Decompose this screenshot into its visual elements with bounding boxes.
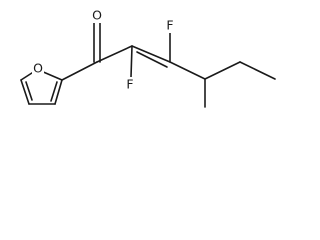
atom-labels: O O F F xyxy=(32,8,176,92)
fluorine-lower-label: F xyxy=(126,77,133,92)
fluorine-upper-bg xyxy=(165,18,176,33)
bond-c2-f-lower xyxy=(130,45,133,78)
bond-c4-c5 xyxy=(204,61,241,80)
carbonyl-oxygen-bg xyxy=(91,8,103,23)
ring-oxygen-label: O xyxy=(33,61,43,76)
fluorine-upper-label: F xyxy=(166,18,173,33)
bond-alkene-main xyxy=(131,45,171,63)
bond-c3-c4 xyxy=(169,61,206,80)
bond-c5-c6 xyxy=(239,61,276,80)
skeletal-structure-diagram: O O F F xyxy=(20,8,276,108)
bond-c2-c3 xyxy=(54,79,63,105)
furan-ring xyxy=(20,70,63,105)
bond-ring-carbonyl xyxy=(61,61,98,81)
bond-alkene-inner xyxy=(136,51,168,68)
fluorine-lower-bg xyxy=(125,77,136,92)
bond-carbonyl-c2 xyxy=(96,45,133,63)
bond-c2-c3-inner xyxy=(50,81,58,102)
carbon-chain xyxy=(61,21,276,108)
carbonyl-oxygen-label: O xyxy=(92,8,102,23)
ring-oxygen-bg xyxy=(32,61,44,75)
bond-ringO-c2 xyxy=(40,70,63,81)
bond-c4-c5 xyxy=(20,79,30,105)
bond-c4-c5-inner xyxy=(25,81,33,101)
